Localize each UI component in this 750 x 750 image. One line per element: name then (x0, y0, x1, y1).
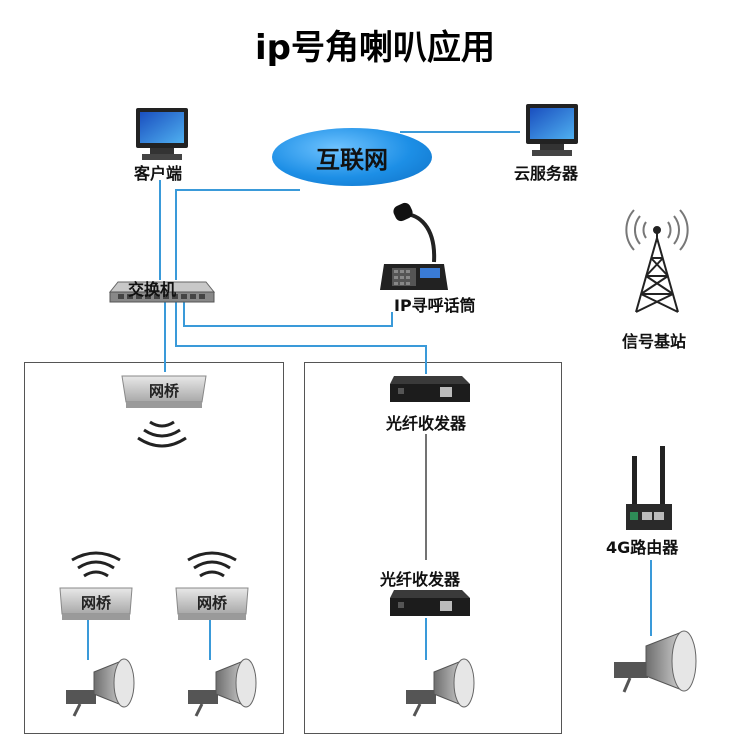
bridge-right-label: 网桥 (197, 594, 228, 612)
fiber-transceiver-top-icon (390, 376, 470, 402)
fiber-group (304, 362, 562, 734)
client-label: 客户端 (134, 164, 183, 183)
horn-speaker-icon-fiber (406, 658, 475, 717)
internet-cloud: 互联网 (272, 128, 432, 186)
link-switch-fiber (175, 300, 427, 374)
bridge-left-icon: 网桥 (59, 587, 133, 620)
fiber-bottom-label: 光纤收发器 (380, 570, 461, 589)
horn-speaker-icon-router (614, 630, 697, 693)
horn-speaker-icon-left (66, 658, 135, 717)
internet-label: 互联网 (316, 145, 388, 174)
connection-lines (87, 131, 652, 660)
paging-microphone-icon (380, 202, 448, 290)
switch-label: 交换机 (128, 280, 177, 299)
fiber-transceiver-bottom-icon (390, 590, 470, 616)
bridge-right-icon: 网桥 (175, 587, 249, 620)
bridge-left-label: 网桥 (81, 594, 112, 612)
switch-icon (108, 281, 216, 303)
4g-router-icon (626, 446, 672, 530)
wireless-signal-icon-left (71, 551, 121, 578)
bridge-top-icon: 网桥 (121, 375, 207, 408)
cell-tower-icon (625, 209, 689, 313)
fiber-top-label: 光纤收发器 (386, 414, 467, 433)
ip-paging-mic-label: IP寻呼话筒 (394, 296, 476, 315)
link-switch-mic (183, 300, 393, 327)
link-internet-switch (175, 189, 300, 280)
cloud-server-computer-icon (526, 104, 578, 156)
page-title: ip号角喇叭应用 (255, 28, 495, 68)
signal-tower-label: 信号基站 (622, 332, 687, 351)
client-computer-icon (136, 108, 188, 160)
bridge-top-label: 网桥 (149, 382, 180, 400)
router-4g-label: 4G路由器 (606, 538, 679, 557)
wireless-bridge-group (24, 362, 284, 734)
wireless-signal-icon-right (187, 551, 237, 578)
horn-speaker-icon-middle (188, 658, 257, 717)
wireless-signal-icon-top (137, 420, 187, 448)
cloud-server-label: 云服务器 (514, 164, 579, 183)
